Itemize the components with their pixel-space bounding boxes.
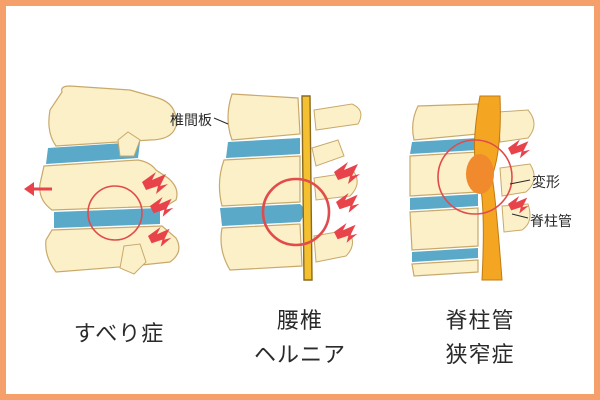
- slip-direction-arrow: [24, 182, 34, 196]
- stenosis-illustration: [409, 95, 535, 281]
- herniation-highlight-circle: [261, 177, 331, 247]
- deformation-annotation: 変形: [532, 175, 560, 191]
- vertebra-3: [409, 207, 479, 251]
- disc-1: [226, 138, 300, 158]
- caption-herniation-line2: ヘルニア: [253, 343, 346, 368]
- annotation-leader: [213, 117, 229, 125]
- caption-spondylolisthesis: すべり症: [73, 322, 165, 347]
- canal-annotation: 脊柱管: [530, 214, 572, 230]
- annotation-leader: [509, 179, 531, 185]
- caption-herniation-line1: 腰椎: [276, 309, 323, 334]
- disc-herniation-illustration: [213, 93, 362, 281]
- disc-1: [46, 142, 140, 164]
- vertebra-1: [48, 85, 177, 147]
- spinal-cord: [301, 95, 313, 281]
- annotation-leader: [511, 213, 529, 219]
- stenosis-highlight-circle: [437, 139, 513, 215]
- disc-2: [410, 194, 478, 210]
- caption-stenosis-line2: 狭窄症: [445, 343, 515, 368]
- slip-highlight-circle: [87, 185, 143, 241]
- vertebra-2: [218, 155, 301, 207]
- vertebra-1: [227, 93, 301, 141]
- vertebra-3: [220, 223, 303, 271]
- disc-2: [54, 208, 160, 228]
- vertebra-2: [39, 159, 178, 211]
- disc-3: [412, 248, 478, 262]
- vertebra-1: [412, 103, 479, 141]
- vertebra-3: [45, 225, 180, 273]
- caption-stenosis-line1: 脊柱管: [445, 309, 515, 334]
- pain-arrow: [508, 139, 531, 159]
- spondylolisthesis-illustration: [24, 85, 180, 275]
- canal-compression: [466, 154, 494, 194]
- disc-annotation: 椎間板: [170, 113, 212, 129]
